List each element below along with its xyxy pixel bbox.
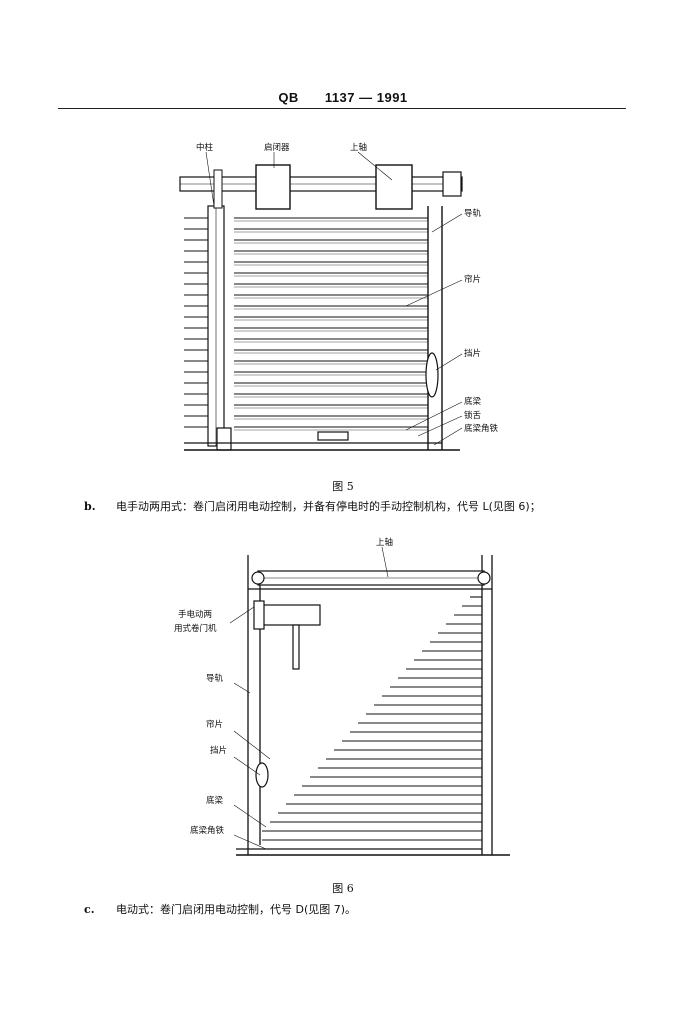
figure-5-opener-left bbox=[255, 164, 291, 210]
label-stop-plate: 挡片 bbox=[464, 348, 481, 359]
label-center-post: 中柱 bbox=[196, 142, 214, 153]
label-bottom-angle: 底梁角铁 bbox=[464, 423, 499, 434]
figure-6-motor bbox=[255, 604, 321, 626]
standard-code: QB bbox=[278, 90, 299, 105]
paragraph-b-text: 电手动两用式：卷门启闭用电动控制，并备有停电时的手动控制机构，代号 L(见图 6… bbox=[116, 500, 541, 513]
page-header: QB 1137 — 1991 bbox=[0, 90, 686, 105]
figure-5-diagram: 中柱 启闭器 上轴 导轨 帘片 挡片 底梁 锁舌 底梁角铁 bbox=[179, 142, 499, 451]
label-f6-stop-plate: 挡片 bbox=[210, 745, 227, 756]
paragraph-c: c. 电动式：卷门启闭用电动控制，代号 D(见图 7)。 bbox=[84, 901, 644, 917]
label-f6-bottom-angle: 底梁角铁 bbox=[190, 825, 225, 836]
figure-5-slats bbox=[184, 217, 428, 431]
figure-5-stop-plate bbox=[425, 352, 439, 398]
label-guide-rail: 导轨 bbox=[464, 208, 482, 219]
label-f6-bottom-beam: 底梁 bbox=[206, 795, 224, 806]
label-f6-machine-line1: 手电动两 bbox=[178, 609, 212, 620]
figure-5-caption: 图 5 bbox=[332, 480, 354, 493]
label-top-shaft: 上轴 bbox=[350, 142, 367, 153]
figure-5-opener-right bbox=[375, 164, 413, 210]
paragraph-c-marker: c. bbox=[84, 903, 95, 916]
label-f6-guide-rail: 导轨 bbox=[206, 673, 224, 684]
label-f6-slat: 帘片 bbox=[206, 719, 223, 730]
figure-5-post-foot bbox=[216, 427, 232, 451]
label-bottom-beam: 底梁 bbox=[464, 396, 482, 407]
figure-6-hand-chain bbox=[292, 624, 300, 670]
label-lock-tongue: 锁舌 bbox=[464, 410, 482, 421]
figure-5-lock bbox=[317, 431, 349, 441]
paragraph-b-marker: b. bbox=[84, 500, 96, 513]
paragraph-b: b. 电手动两用式：卷门启闭用电动控制，并备有停电时的手动控制机构，代号 L(见图… bbox=[84, 498, 644, 514]
figure-6-stop-plate bbox=[255, 762, 269, 788]
label-f6-machine-line2: 用式卷门机 bbox=[174, 623, 217, 634]
standard-number: 1137 — 1991 bbox=[324, 90, 408, 105]
figure-6-diagram: 上轴 手电动两 用式卷门机 导轨 帘片 挡片 底梁 底梁角铁 bbox=[174, 537, 510, 856]
figure-6-slats bbox=[262, 596, 482, 841]
figure-6-caption: 图 6 bbox=[332, 882, 354, 895]
label-f6-top-shaft: 上轴 bbox=[376, 537, 393, 548]
header-rule bbox=[58, 108, 626, 109]
figure-5-shaft-end bbox=[442, 171, 462, 197]
paragraph-c-text: 电动式：卷门启闭用电动控制，代号 D(见图 7)。 bbox=[116, 903, 357, 916]
label-slat: 帘片 bbox=[464, 274, 481, 285]
label-opener: 启闭器 bbox=[264, 142, 290, 153]
